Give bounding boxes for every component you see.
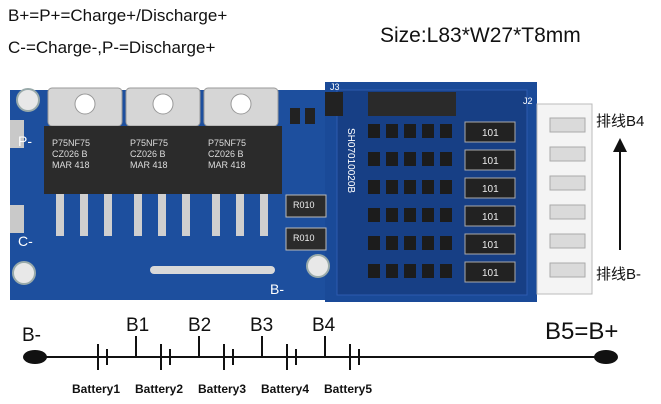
tap-label-b3: B3 <box>250 315 274 336</box>
smd-component <box>422 264 434 278</box>
terminal-b-minus <box>23 350 47 364</box>
connector-pin <box>549 233 586 249</box>
smd-component <box>368 180 380 194</box>
shunt-label-2: R010 <box>293 233 315 243</box>
smd-component <box>404 236 416 250</box>
battery-label-2: Battery2 <box>135 382 184 396</box>
pad-c-minus <box>10 205 24 233</box>
smd-component <box>440 180 452 194</box>
connector-label-b-minus: 排线B- <box>596 266 642 283</box>
smd-resistor-label: 101 <box>482 184 499 195</box>
smd-resistor-101 <box>464 233 516 255</box>
label-p-minus: P- <box>18 133 32 149</box>
smd-component <box>386 236 398 250</box>
smd-resistor-101 <box>464 121 516 143</box>
smd-component <box>404 264 416 278</box>
mount-hole <box>12 261 36 285</box>
size-note: Size:L83*W27*T8mm <box>380 24 581 47</box>
connector-pin <box>549 175 586 191</box>
tap-label-b4: B4 <box>312 315 336 336</box>
smd-resistor-label: 101 <box>482 240 499 251</box>
smd-resistor-label: 101 <box>482 156 499 167</box>
arrow-head <box>613 138 627 152</box>
smd-component <box>368 208 380 222</box>
smd-component <box>404 180 416 194</box>
mount-hole <box>16 88 40 112</box>
charge-minus-note: C-=Charge-,P-=Discharge+ <box>8 38 216 57</box>
connector-pins <box>549 117 586 278</box>
smd-resistor-grid: 101 101 101 101 101 101 <box>368 121 516 283</box>
wiring-end-label: B5=B+ <box>545 318 619 345</box>
connector-pin <box>549 262 586 278</box>
smd-component <box>440 264 452 278</box>
smd-resistor-101 <box>464 205 516 227</box>
pad-p-minus <box>10 120 24 148</box>
smd-component <box>386 264 398 278</box>
mosfet-1 <box>44 87 126 236</box>
wiring-start-label: B- <box>22 325 41 346</box>
smd-component <box>440 236 452 250</box>
smd-component <box>368 124 380 138</box>
battery-label-4: Battery4 <box>261 382 310 396</box>
smd-resistor-label: 101 <box>482 268 499 279</box>
smd-component <box>404 124 416 138</box>
smd-component <box>422 236 434 250</box>
mosfet-2 <box>122 87 204 236</box>
smd-resistor-101 <box>464 177 516 199</box>
tap-label-b1: B1 <box>126 315 150 336</box>
smd-component <box>368 264 380 278</box>
connector-label-b4: 排线B4 <box>596 113 645 130</box>
smd-component <box>422 180 434 194</box>
tap-label-b2: B2 <box>188 315 212 336</box>
smd-component <box>440 124 452 138</box>
label-serial: SH07010020B <box>345 128 356 194</box>
connector-j2 <box>536 103 593 295</box>
label-j3: J3 <box>330 82 340 92</box>
smd-component <box>368 152 380 166</box>
smd-component <box>422 124 434 138</box>
label-b-minus: B- <box>270 281 284 297</box>
j3-chip <box>325 92 343 116</box>
battery-label-1: Battery1 <box>72 382 121 396</box>
smd-component <box>386 124 398 138</box>
smd-resistor-label: 101 <box>482 128 499 139</box>
smd-component <box>404 208 416 222</box>
smd-resistor-label: 101 <box>482 212 499 223</box>
smd-component <box>386 152 398 166</box>
smd-component <box>404 152 416 166</box>
ic-chip <box>368 92 456 116</box>
terminal-b-plus <box>594 350 618 364</box>
smd-part <box>290 108 300 124</box>
smd-component <box>440 152 452 166</box>
smd-component <box>422 152 434 166</box>
smd-component <box>386 180 398 194</box>
connector-pin <box>549 117 586 133</box>
connector-pin <box>549 204 586 220</box>
smd-component <box>368 236 380 250</box>
battery-label-5: Battery5 <box>324 382 373 396</box>
charge-plus-note: B+=P+=Charge+/Discharge+ <box>8 6 228 25</box>
battery-label-3: Battery3 <box>198 382 247 396</box>
smd-resistor-101 <box>464 261 516 283</box>
shunt-resistor-1 <box>285 194 327 218</box>
mount-hole <box>306 254 330 278</box>
battery-cells <box>97 336 360 370</box>
smd-component <box>422 208 434 222</box>
mosfet-3 <box>200 87 282 236</box>
shunt-resistor-2 <box>285 227 327 251</box>
smd-component <box>386 208 398 222</box>
connector-pin <box>549 146 586 162</box>
label-c-minus: C- <box>18 233 33 249</box>
smd-component <box>440 208 452 222</box>
smd-resistor-101 <box>464 149 516 171</box>
smd-part <box>305 108 315 124</box>
label-j2: J2 <box>523 96 533 106</box>
solder-strip <box>150 266 275 274</box>
shunt-label-1: R010 <box>293 200 315 210</box>
